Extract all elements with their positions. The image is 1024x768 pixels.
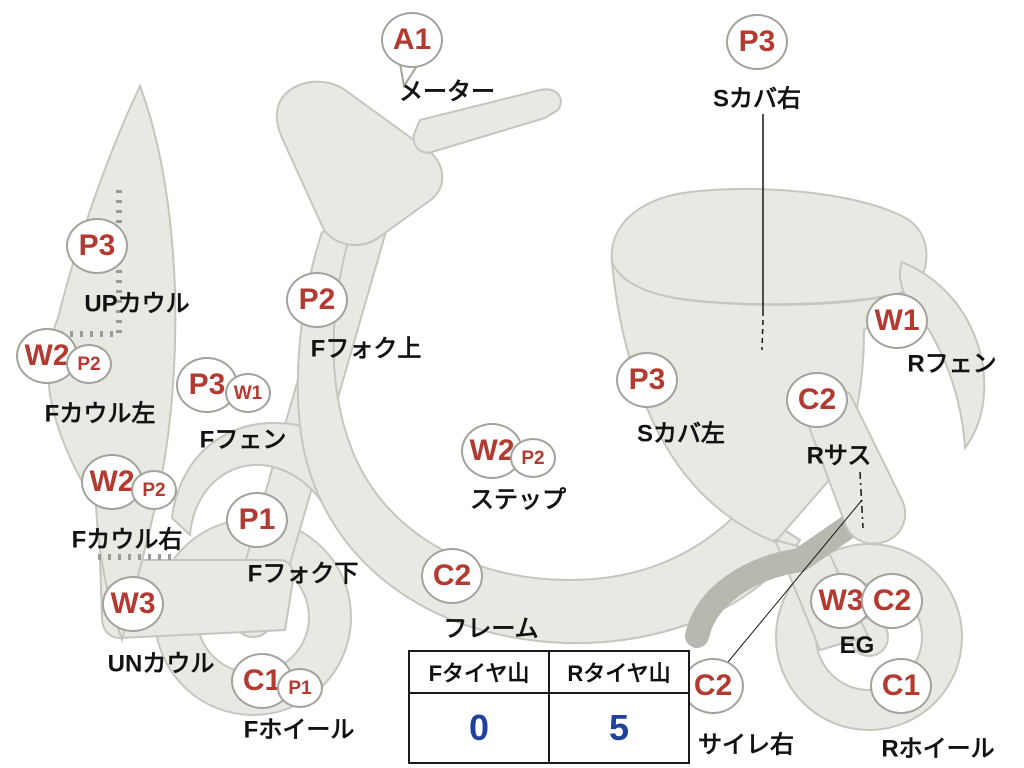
marker-f-cowl-left-label: Fカウル左 — [44, 400, 156, 428]
tire-tread-table: Fタイヤ山 Rタイヤ山 0 5 — [408, 650, 690, 764]
marker-f-fork-lower-code: P1 — [226, 492, 288, 548]
handlebar-mask-shape — [275, 80, 444, 246]
marker-engine-label: EG — [839, 632, 875, 659]
marker-r-fender-code: W1 — [866, 293, 928, 349]
marker-step-label: ステップ — [470, 486, 566, 514]
marker-f-cowl-right-code: W2 — [81, 454, 143, 510]
marker-f-wheel-label: Fホイール — [243, 716, 355, 744]
marker-up-cowl-code: P3 — [66, 218, 128, 274]
marker-under-cowl-code: W3 — [102, 576, 164, 632]
marker-r-wheel-code: C1 — [870, 658, 932, 714]
marker-f-fork-upper-label: Fフォク上 — [310, 335, 422, 363]
side-cover-shape — [611, 261, 919, 544]
marker-r-suspension-code: C2 — [786, 372, 848, 428]
marker-s-cover-right-code: P3 — [726, 14, 788, 70]
marker-f-fork-lower-label: Fフォク下 — [247, 560, 359, 588]
marker-s-cover-right-label: Sカバ右 — [712, 85, 802, 113]
marker-silencer-right-code: C2 — [682, 658, 744, 714]
muffler-shape — [685, 508, 870, 648]
marker-silencer-right-label: サイレ右 — [698, 731, 794, 759]
marker-f-wheel-code2: P1 — [277, 668, 323, 708]
handlebar-grip-shape — [412, 88, 562, 154]
marker-engine-code2: C2 — [861, 573, 923, 629]
marker-up-cowl-label: UPカウル — [84, 290, 190, 318]
marker-frame-code: C2 — [421, 548, 483, 604]
marker-meter-label: メーター — [399, 78, 495, 106]
marker-s-cover-left-code: P3 — [616, 352, 678, 408]
front-tire-header: Fタイヤ山 — [408, 650, 550, 694]
marker-f-fender-code2: W1 — [225, 373, 271, 413]
marker-s-cover-left-label: Sカバ左 — [636, 420, 726, 448]
marker-f-cowl-right-code2: P2 — [131, 470, 177, 510]
rear-tire-header: Rタイヤ山 — [548, 650, 690, 694]
marker-f-wheel-code: C1 — [231, 653, 293, 709]
marker-f-fender-label: Fフェン — [199, 426, 287, 454]
leader-line-silencer — [727, 499, 863, 663]
rear-tire-value: 5 — [548, 692, 690, 764]
marker-f-cowl-left-code2: P2 — [66, 344, 112, 384]
marker-under-cowl-label: UNカウル — [107, 650, 215, 678]
marker-r-wheel-label: Rホイール — [881, 735, 995, 763]
seat-shape — [610, 187, 928, 306]
marker-r-suspension-label: Rサス — [806, 442, 872, 470]
marker-f-cowl-left-code: W2 — [16, 328, 78, 384]
front-tire-value: 0 — [408, 692, 550, 764]
marker-f-cowl-right-label: Fカウル右 — [71, 526, 183, 554]
marker-frame-label: フレーム — [443, 615, 539, 643]
marker-step-code2: P2 — [510, 438, 556, 478]
marker-r-fender-label: Rフェン — [907, 350, 997, 378]
marker-f-fork-upper-code: P2 — [286, 272, 348, 328]
marker-meter-code: A1 — [381, 12, 443, 68]
